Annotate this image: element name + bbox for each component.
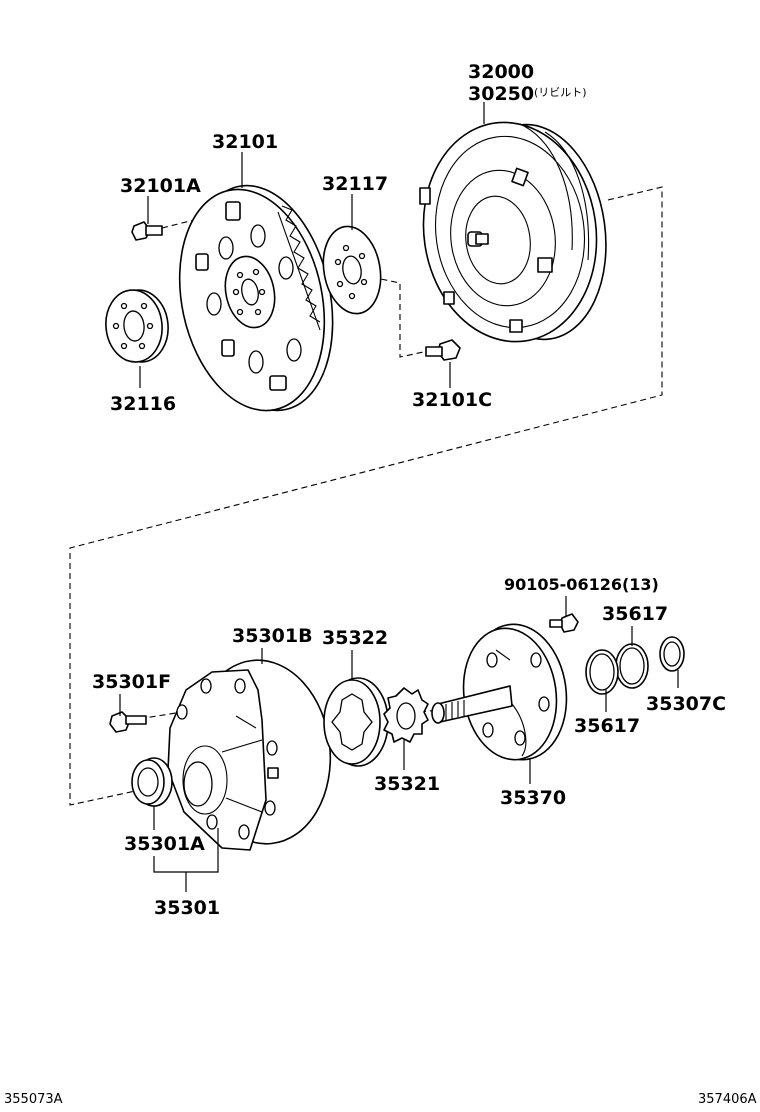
drive-plate-32101[interactable] [160, 172, 352, 424]
spacer-32116[interactable] [102, 287, 171, 364]
label-35322[interactable]: 35322 [322, 627, 388, 649]
label-32000[interactable]: 32000 [468, 61, 534, 83]
bolt-32101C[interactable] [425, 339, 461, 361]
label-32101C[interactable]: 32101C [412, 389, 492, 411]
bolt-32101A[interactable] [131, 221, 163, 241]
seal-ring-35307C[interactable] [659, 636, 685, 672]
spacer-32117[interactable] [317, 222, 387, 318]
stator-shaft-35370[interactable] [431, 618, 575, 766]
oil-seal-35301A[interactable] [131, 757, 173, 807]
footer-right-code: 357406A [698, 1092, 757, 1107]
part-labels: 32000 30250 (リビルト) 32101 32101A 32117 32… [92, 61, 726, 919]
label-32116[interactable]: 32116 [110, 393, 176, 415]
bolt-90105-06126[interactable] [549, 613, 579, 633]
label-30250-note: (リビルト) [534, 86, 587, 99]
label-90105-06126[interactable]: 90105-06126(13) [504, 575, 659, 594]
label-35301F[interactable]: 35301F [92, 671, 171, 693]
label-35301B[interactable]: 35301B [232, 625, 313, 647]
label-35307C[interactable]: 35307C [646, 693, 726, 715]
driven-gear-35322[interactable] [323, 677, 389, 767]
footer-codes: 355073A 357406A [4, 1092, 757, 1107]
label-32101A[interactable]: 32101A [120, 175, 201, 197]
leader-lines [119, 102, 679, 892]
seal-ring-35617-small[interactable] [585, 649, 619, 695]
label-35321[interactable]: 35321 [374, 773, 440, 795]
label-35370[interactable]: 35370 [500, 787, 566, 809]
drive-gear-35321[interactable] [383, 687, 429, 743]
label-35301[interactable]: 35301 [154, 897, 220, 919]
label-30250[interactable]: 30250 [468, 83, 534, 105]
label-35301A[interactable]: 35301A [124, 833, 205, 855]
label-35617-bottom[interactable]: 35617 [574, 715, 640, 737]
label-32117[interactable]: 32117 [322, 173, 388, 195]
bolt-35301F[interactable] [109, 711, 147, 733]
oil-pump-body-35301B[interactable] [167, 653, 339, 851]
label-32101[interactable]: 32101 [212, 131, 278, 153]
seal-ring-35617-large[interactable] [615, 643, 649, 689]
torque-converter-32000[interactable] [410, 111, 620, 353]
footer-left-code: 355073A [4, 1092, 63, 1107]
ring-gear-teeth [277, 205, 321, 331]
label-35617-top[interactable]: 35617 [602, 603, 668, 625]
